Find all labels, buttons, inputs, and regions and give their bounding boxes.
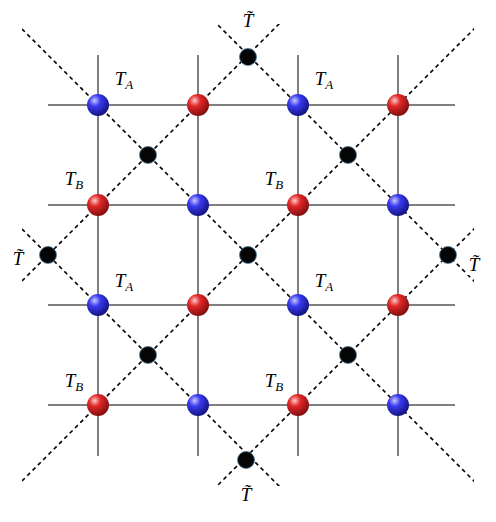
blue-site: [87, 94, 109, 116]
dual-dot: [238, 452, 255, 469]
dual-dot: [340, 147, 357, 164]
dual-sites: [40, 49, 457, 469]
blue-site: [187, 194, 209, 216]
dual-dot: [440, 247, 457, 264]
site-label: TB: [263, 168, 286, 192]
dashed-line: [22, 24, 474, 486]
red-site: [187, 94, 209, 116]
lattice-sites: [87, 94, 409, 416]
site-label: T̃: [467, 254, 482, 275]
blue-site: [287, 94, 309, 116]
red-site: [187, 294, 209, 316]
dual-dot: [40, 247, 57, 264]
dashed-diagonals: [22, 24, 474, 486]
red-site: [387, 94, 409, 116]
site-label: T̃: [239, 484, 254, 505]
site-label: T̃: [11, 248, 26, 269]
site-label: TB: [63, 168, 86, 192]
dual-dot: [140, 347, 157, 364]
dual-dot: [240, 247, 257, 264]
dashed-line: [22, 103, 474, 486]
blue-site: [87, 294, 109, 316]
blue-site: [187, 394, 209, 416]
dual-dot: [340, 347, 357, 364]
blue-site: [387, 394, 409, 416]
site-label: TA: [313, 68, 336, 92]
site-label: TA: [313, 270, 336, 294]
site-label: TA: [113, 270, 136, 294]
blue-site: [387, 194, 409, 216]
red-site: [87, 194, 109, 216]
red-site: [287, 194, 309, 216]
site-label: T̃: [241, 10, 256, 31]
site-label: TB: [263, 370, 286, 394]
red-site: [287, 394, 309, 416]
dual-dot: [240, 49, 257, 66]
blue-site: [287, 294, 309, 316]
dashed-line: [22, 24, 474, 407]
red-site: [87, 394, 109, 416]
dashed-line: [22, 24, 474, 403]
red-site: [387, 294, 409, 316]
site-label: TB: [63, 370, 86, 394]
dual-dot: [140, 147, 157, 164]
dashed-line: [22, 24, 474, 486]
site-label: TA: [113, 68, 136, 92]
